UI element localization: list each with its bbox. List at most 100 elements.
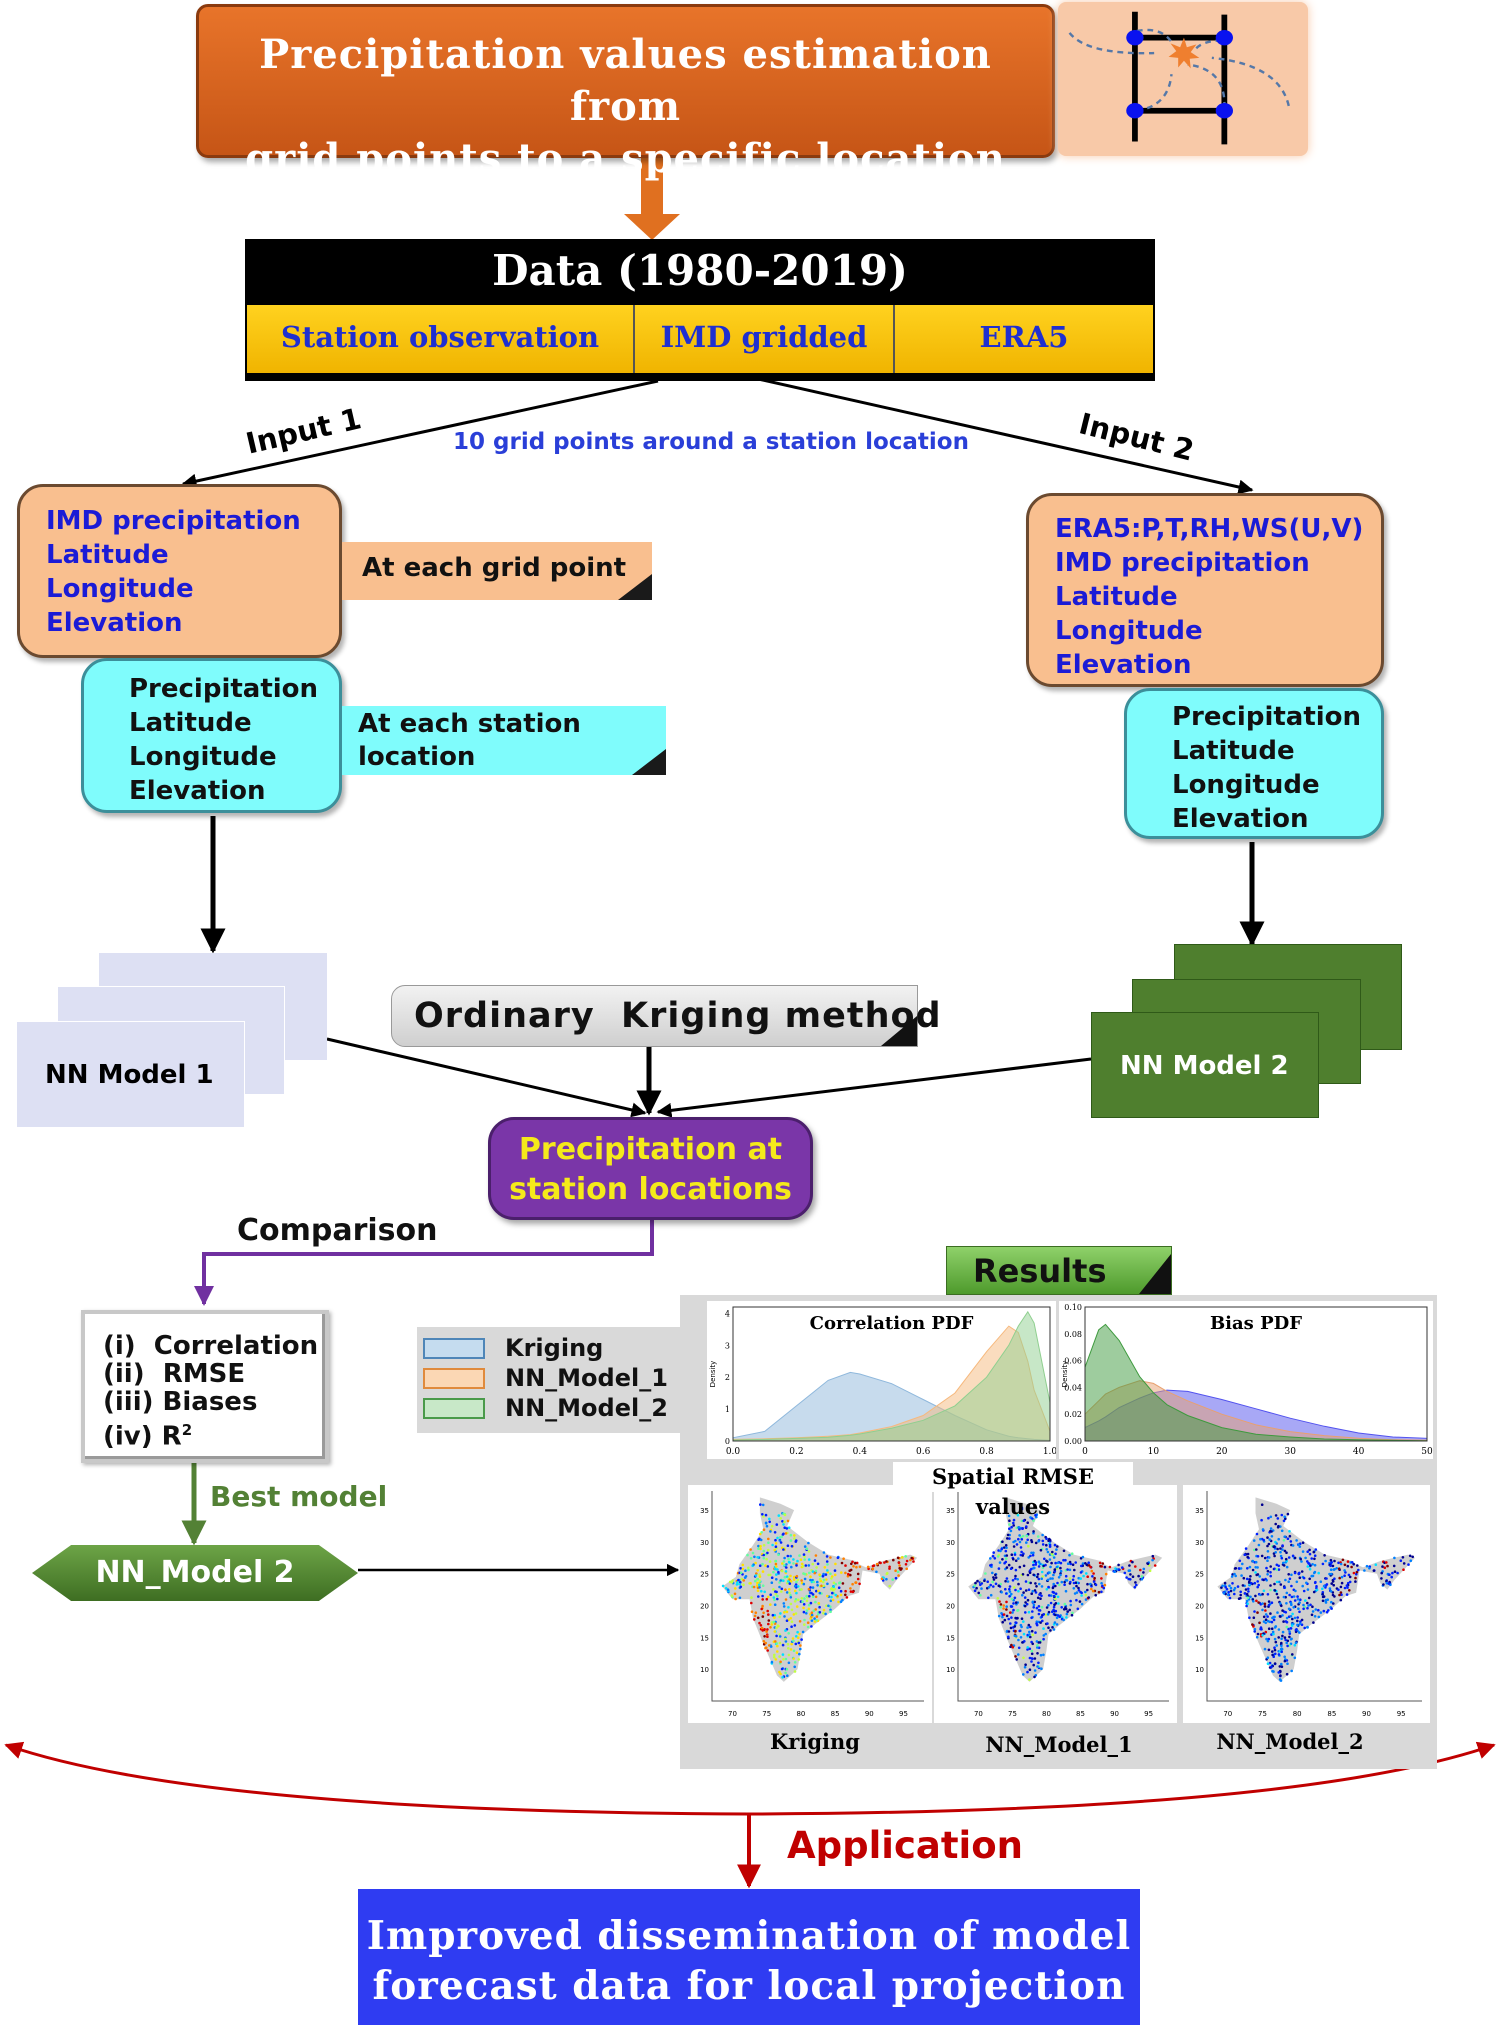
station-dot bbox=[1053, 1621, 1057, 1624]
station-dot bbox=[1337, 1561, 1340, 1565]
station-dot bbox=[1341, 1558, 1345, 1562]
station-dot bbox=[1279, 1602, 1282, 1605]
station-dot bbox=[1310, 1574, 1313, 1578]
station-dot bbox=[1287, 1580, 1290, 1583]
station-dot bbox=[749, 1557, 753, 1560]
station-dot bbox=[753, 1614, 757, 1618]
station-dot bbox=[1226, 1593, 1230, 1597]
station-dot bbox=[1307, 1596, 1311, 1600]
station-dot bbox=[1285, 1625, 1289, 1629]
y-tick-label: 0.04 bbox=[1064, 1383, 1082, 1392]
station-dot bbox=[768, 1520, 771, 1524]
station-dot bbox=[1302, 1589, 1306, 1593]
station-dot bbox=[1012, 1518, 1016, 1522]
station-dot bbox=[757, 1544, 760, 1548]
station-dot bbox=[1310, 1613, 1314, 1617]
station-dot bbox=[779, 1612, 782, 1615]
station-dot bbox=[1277, 1653, 1281, 1656]
station-dot bbox=[1064, 1579, 1068, 1582]
station-dot bbox=[1010, 1616, 1013, 1619]
station-dot bbox=[1069, 1580, 1072, 1584]
station-dot bbox=[1266, 1573, 1269, 1576]
station-dot bbox=[999, 1582, 1002, 1586]
station-dot bbox=[816, 1613, 820, 1616]
station-dot bbox=[1044, 1574, 1048, 1577]
station-dot bbox=[1063, 1602, 1067, 1606]
station-dot bbox=[1045, 1537, 1048, 1540]
station-dot bbox=[1286, 1537, 1290, 1540]
station-dot bbox=[792, 1649, 796, 1653]
station-dot bbox=[1284, 1611, 1288, 1614]
station-dot bbox=[1077, 1586, 1080, 1590]
station-dot bbox=[768, 1644, 771, 1647]
station-dot bbox=[804, 1564, 808, 1567]
station-dot bbox=[1411, 1555, 1414, 1559]
station-dot bbox=[764, 1513, 768, 1517]
station-dot bbox=[1302, 1603, 1305, 1607]
station-dot bbox=[1010, 1643, 1013, 1647]
y-tick-label: 10 bbox=[700, 1666, 709, 1674]
station-dot bbox=[1012, 1602, 1015, 1605]
station-dot bbox=[764, 1564, 767, 1567]
station-dot bbox=[1343, 1574, 1346, 1577]
station-dot bbox=[1248, 1578, 1252, 1581]
station-dot bbox=[992, 1578, 996, 1581]
station-dot bbox=[1355, 1572, 1358, 1576]
station-dot bbox=[1062, 1608, 1066, 1611]
station-dot bbox=[822, 1551, 826, 1554]
station-dot bbox=[783, 1556, 786, 1560]
station-dot bbox=[1016, 1578, 1019, 1581]
station-dot bbox=[765, 1597, 769, 1601]
station-dot bbox=[1229, 1586, 1233, 1590]
station-dot bbox=[1321, 1591, 1325, 1594]
station-dot bbox=[754, 1579, 757, 1583]
station-dot bbox=[805, 1609, 809, 1612]
station-dot bbox=[1021, 1573, 1025, 1576]
station-dot bbox=[1027, 1623, 1031, 1627]
station-dot bbox=[1280, 1647, 1283, 1650]
station-dot bbox=[780, 1667, 784, 1671]
station-dot bbox=[831, 1598, 835, 1602]
y-axis-label: Density bbox=[709, 1361, 717, 1388]
station-dot bbox=[1032, 1563, 1035, 1567]
station-dot bbox=[739, 1571, 743, 1575]
station-dot bbox=[832, 1585, 835, 1588]
station-dot bbox=[1247, 1587, 1250, 1591]
legend-swatch bbox=[423, 1337, 485, 1359]
station-dot bbox=[1039, 1597, 1042, 1600]
station-dot bbox=[744, 1569, 747, 1572]
station-dot bbox=[1017, 1638, 1020, 1642]
station-dot bbox=[798, 1554, 801, 1557]
station-dot bbox=[1229, 1589, 1233, 1593]
station-dot bbox=[1014, 1588, 1017, 1592]
station-dot bbox=[824, 1612, 827, 1616]
output-line: Precipitation at bbox=[518, 1132, 783, 1167]
station-dot bbox=[1402, 1562, 1406, 1565]
chart-title: Correlation PDF bbox=[810, 1313, 974, 1334]
station-dot bbox=[810, 1613, 814, 1617]
station-dot bbox=[792, 1558, 795, 1561]
station-dot bbox=[807, 1587, 811, 1591]
station-dot bbox=[1298, 1610, 1301, 1614]
station-dot bbox=[1022, 1673, 1025, 1676]
station-dot bbox=[1259, 1627, 1262, 1631]
station-dot bbox=[1016, 1617, 1019, 1620]
station-dot bbox=[1266, 1559, 1269, 1562]
station-dot bbox=[774, 1542, 778, 1545]
station-dot bbox=[1354, 1580, 1357, 1583]
station-dot bbox=[1007, 1617, 1010, 1621]
station-dot bbox=[1291, 1653, 1294, 1656]
station-dot bbox=[1055, 1623, 1059, 1626]
station-dot bbox=[1013, 1625, 1017, 1628]
station-dot bbox=[784, 1570, 788, 1573]
station-dot bbox=[742, 1583, 745, 1586]
station-dot bbox=[1306, 1626, 1309, 1629]
station-dot bbox=[1279, 1674, 1282, 1677]
application-label: Application bbox=[787, 1824, 1024, 1867]
legend-item-kriging: Kriging bbox=[423, 1333, 680, 1363]
station-dot bbox=[1024, 1611, 1027, 1614]
station-dot bbox=[1009, 1567, 1013, 1570]
station-dot bbox=[1337, 1588, 1340, 1591]
station-dot bbox=[1313, 1615, 1317, 1618]
